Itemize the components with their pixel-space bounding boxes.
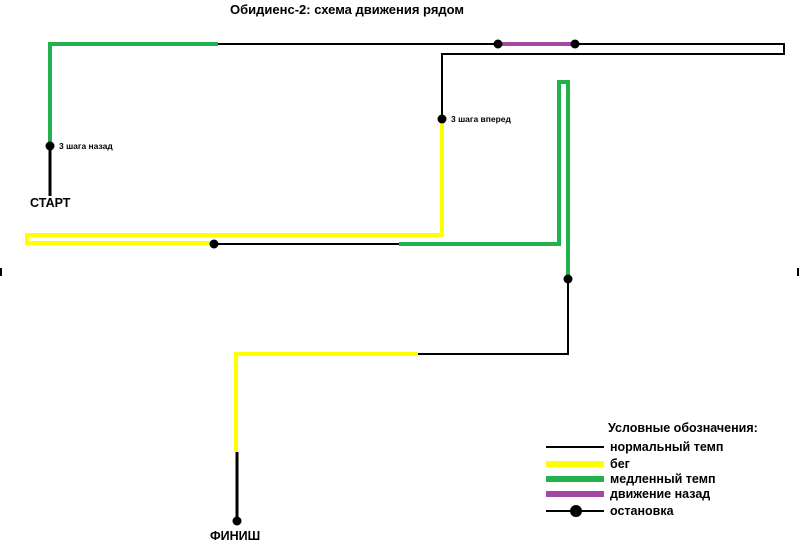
legend: Условные обозначения: нормальный темп бе…	[546, 421, 758, 518]
steps-forward-label: 3 шага вперед	[451, 114, 512, 124]
stop-marker	[563, 274, 573, 284]
stops	[45, 39, 580, 526]
start-label: СТАРТ	[30, 196, 71, 210]
steps-back-label: 3 шага назад	[59, 141, 113, 151]
stop-marker	[437, 114, 447, 124]
stop-marker	[45, 141, 55, 151]
legend-item-run: бег	[610, 457, 630, 471]
diagram-title: Обидиенс-2: схема движения рядом	[230, 2, 464, 17]
finish-label: ФИНИШ	[210, 529, 260, 543]
stop-marker	[493, 39, 503, 49]
segment-slow-right	[399, 80, 570, 278]
route	[25, 42, 785, 520]
legend-item-slow: медленный темп	[610, 472, 716, 486]
legend-item-back: движение назад	[610, 487, 710, 501]
edge-tick-left	[0, 268, 2, 276]
stop-marker	[232, 516, 242, 526]
legend-heading: Условные обозначения:	[608, 421, 758, 435]
edge-tick-right	[797, 268, 799, 276]
stop-marker	[570, 39, 580, 49]
segment-normal-loop	[441, 43, 785, 119]
segment-normal-lower	[418, 278, 569, 355]
stop-marker	[209, 239, 219, 249]
legend-swatch-stop-dot	[570, 505, 582, 517]
legend-item-stop: остановка	[610, 504, 675, 518]
segment-run-middle	[25, 119, 444, 245]
legend-item-normal: нормальный темп	[610, 440, 723, 454]
segment-run-lower	[234, 352, 418, 452]
segment-slow-start	[48, 42, 218, 146]
